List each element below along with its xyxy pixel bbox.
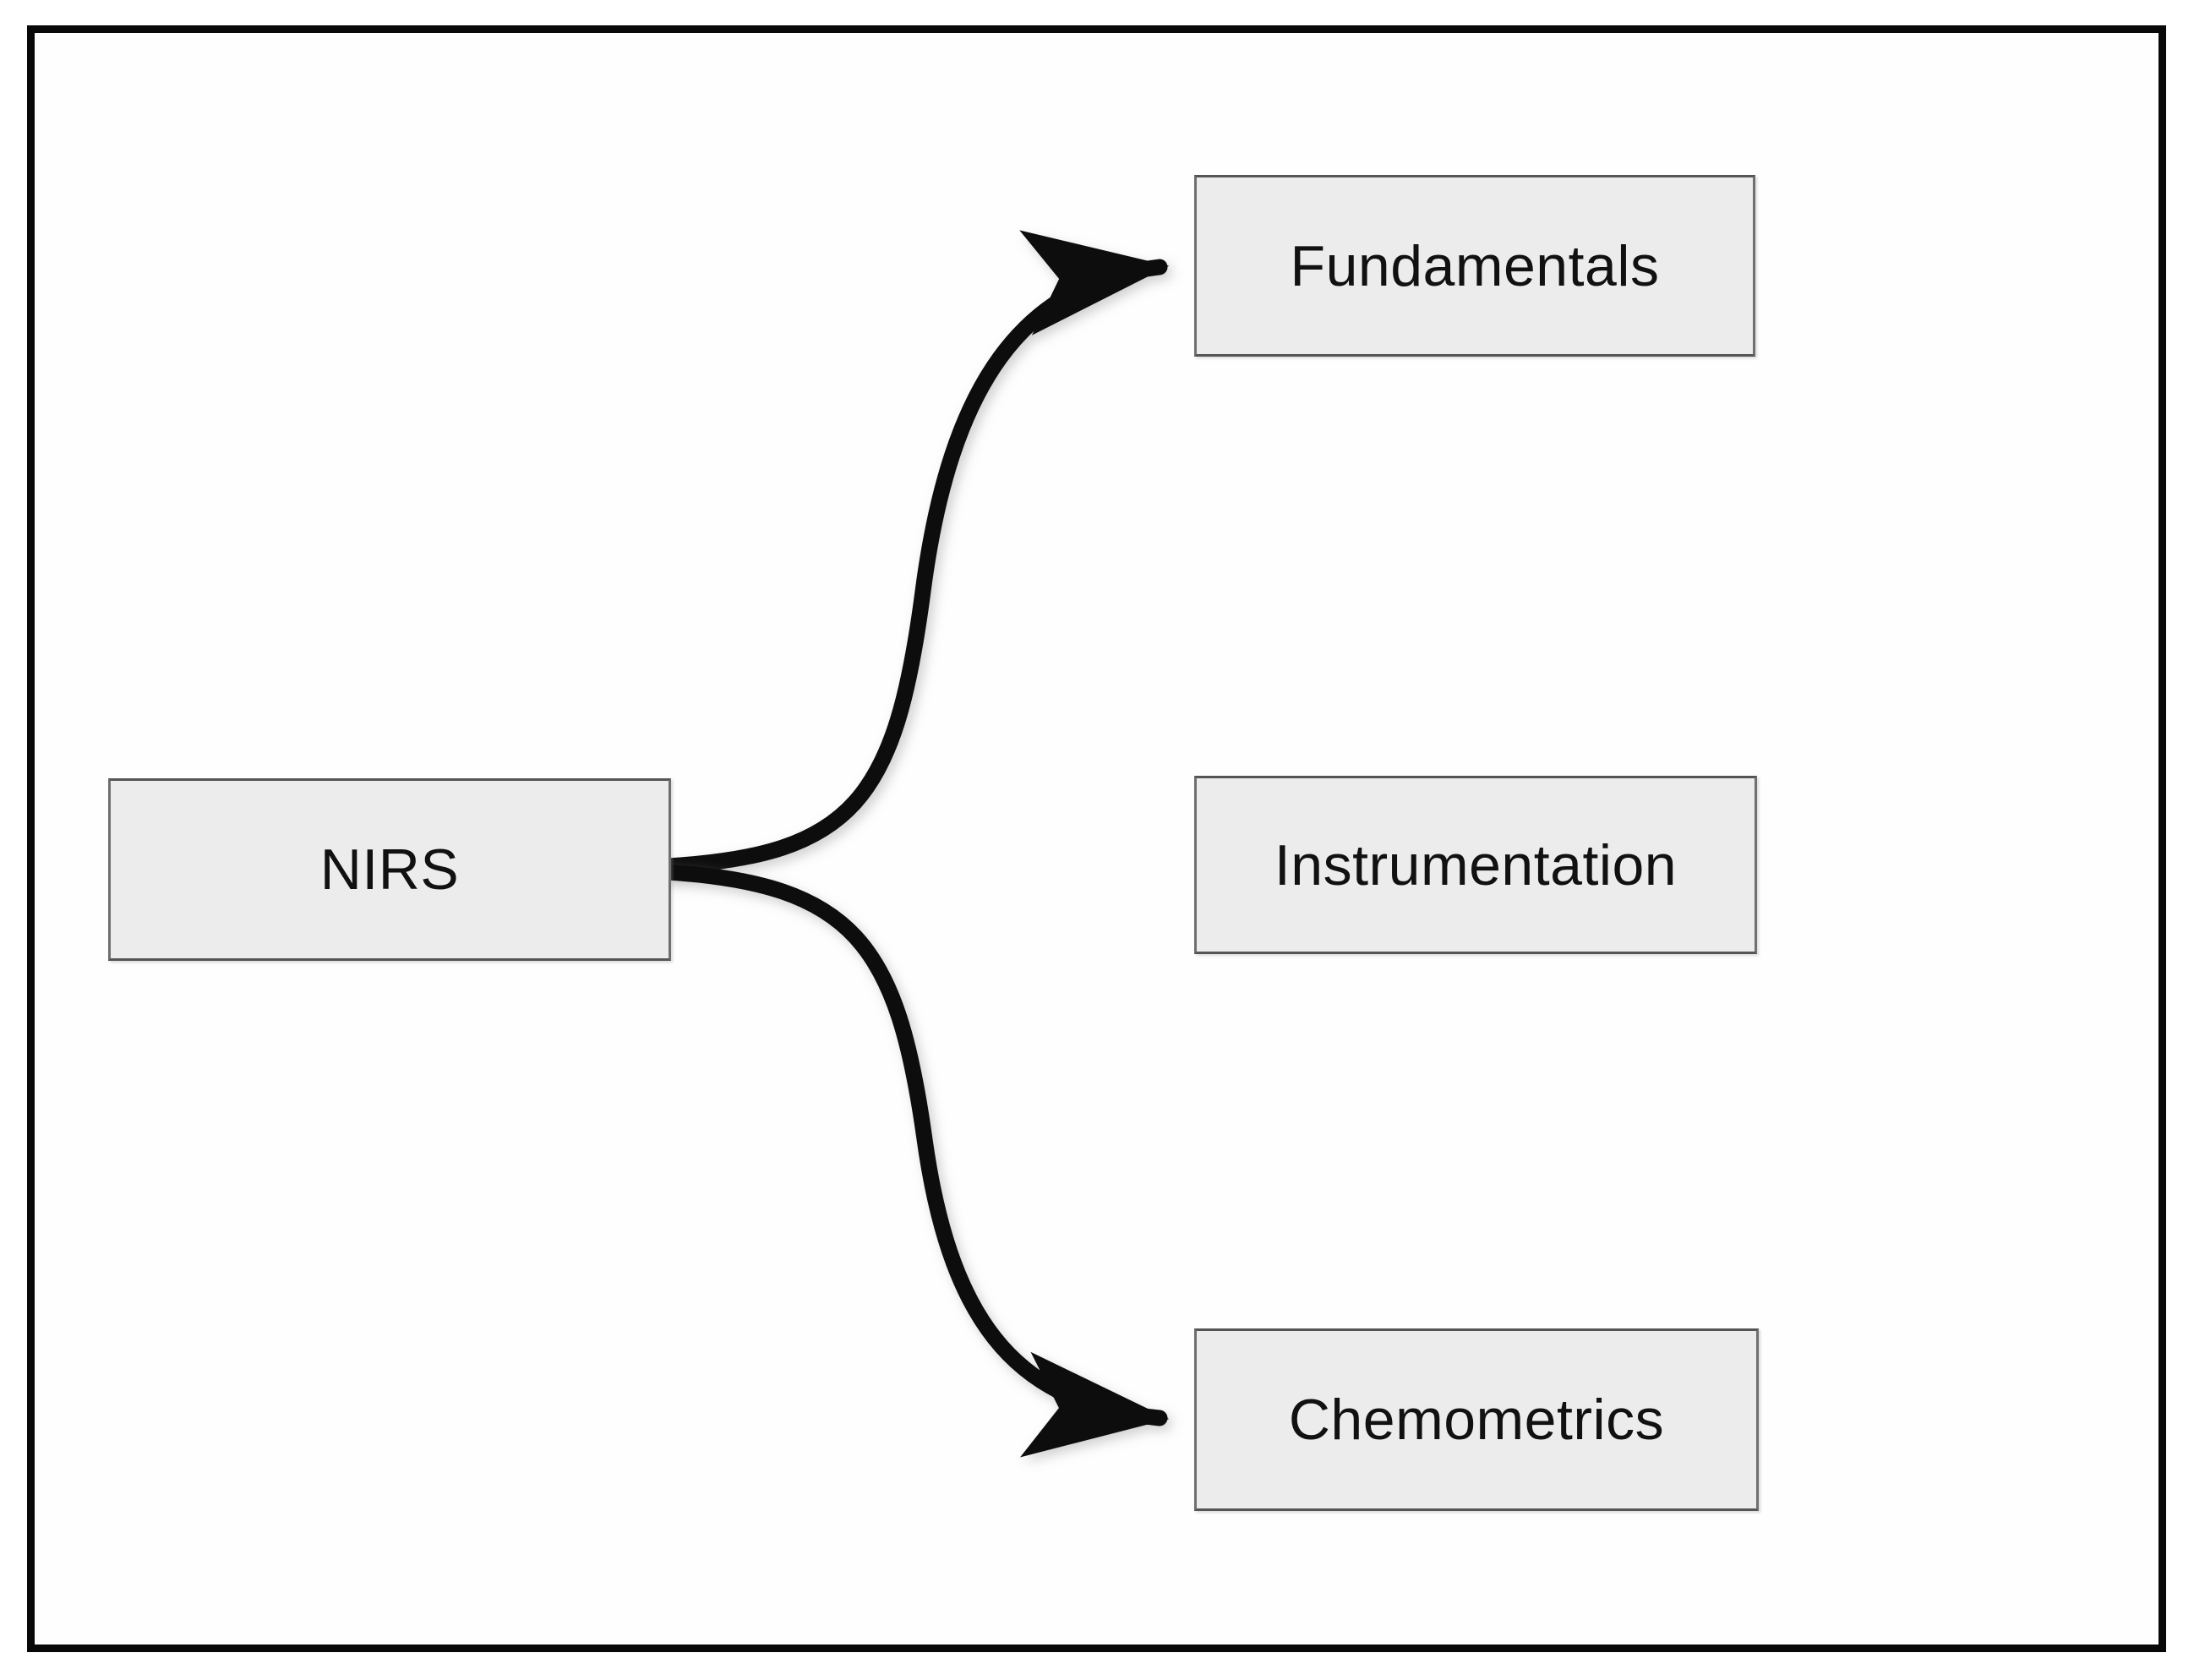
node-chemometrics-label: Chemometrics xyxy=(1288,1388,1665,1452)
node-nirs[interactable]: NIRS xyxy=(108,778,671,961)
node-nirs-label: NIRS xyxy=(319,837,460,902)
node-instrumentation-label: Instrumentation xyxy=(1274,832,1678,897)
node-instrumentation[interactable]: Instrumentation xyxy=(1194,776,1757,954)
node-fundamentals-label: Fundamentals xyxy=(1290,233,1660,298)
node-fundamentals[interactable]: Fundamentals xyxy=(1194,175,1755,357)
node-chemometrics[interactable]: Chemometrics xyxy=(1194,1328,1759,1511)
